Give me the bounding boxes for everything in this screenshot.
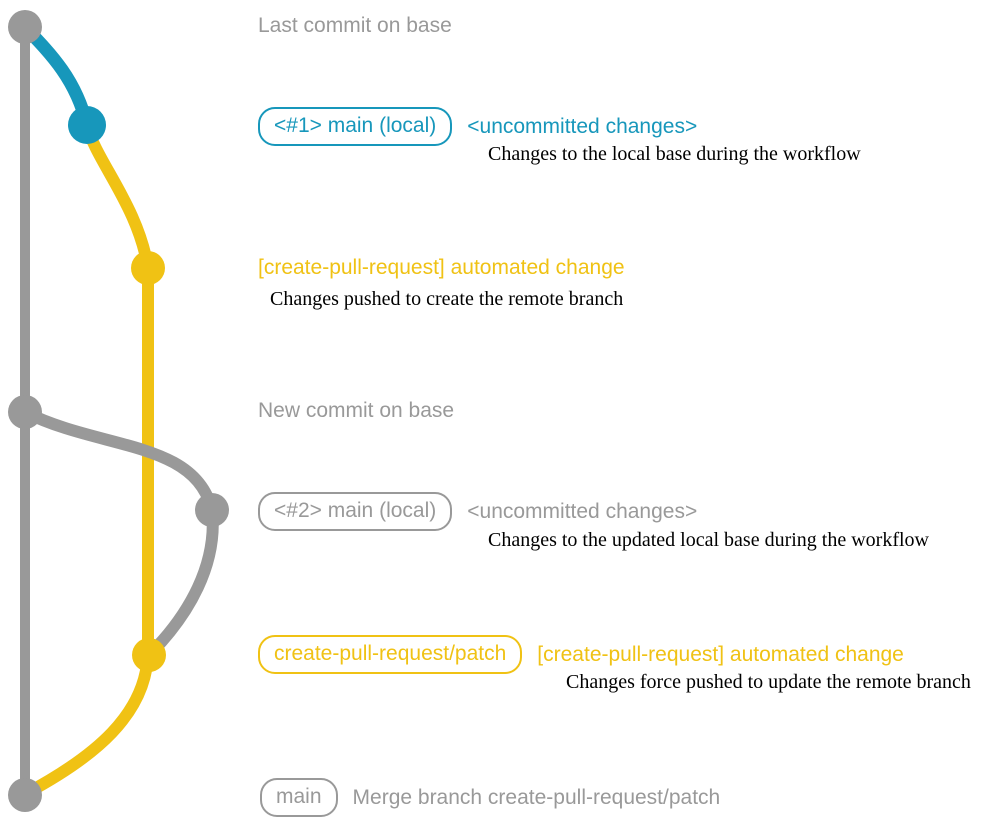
row-main-local-1: <#1> main (local) <uncommitted changes> bbox=[258, 107, 697, 146]
desc-automated-change-2: Changes force pushed to update the remot… bbox=[566, 671, 971, 693]
branch-badge-main-local-2: <#2> main (local) bbox=[258, 492, 453, 531]
edge-base-to-main-local-2 bbox=[19, 406, 218, 516]
heading-automated-change-2: [create-pull-request] automated change bbox=[537, 642, 904, 666]
branch-badge-create-pull-request-patch: create-pull-request/patch bbox=[258, 635, 523, 674]
branch-badge-main-local-1: <#1> main (local) bbox=[258, 107, 453, 146]
heading-automated-change-1: [create-pull-request] automated change bbox=[258, 256, 625, 279]
row-main-local-2: <#2> main (local) <uncommitted changes> bbox=[258, 492, 697, 531]
label-merge-branch: Merge branch create-pull-request/patch bbox=[352, 785, 721, 809]
edge-patch-branch bbox=[21, 119, 154, 799]
edge-main-local-2-to-patch bbox=[146, 504, 219, 658]
label-last-commit-on-base: Last commit on base bbox=[258, 14, 452, 37]
commit-automated-change-2 bbox=[132, 638, 166, 672]
row-automated-change-2: create-pull-request/patch [create-pull-r… bbox=[258, 635, 904, 674]
heading-uncommitted-changes-1: <uncommitted changes> bbox=[467, 114, 698, 138]
branch-badge-main: main bbox=[260, 778, 338, 817]
desc-automated-change-1: Changes pushed to create the remote bran… bbox=[270, 288, 624, 310]
heading-uncommitted-changes-2: <uncommitted changes> bbox=[467, 499, 698, 523]
desc-uncommitted-changes-1: Changes to the local base during the wor… bbox=[488, 143, 861, 165]
row-merge-main: main Merge branch create-pull-request/pa… bbox=[260, 778, 720, 817]
label-new-commit-on-base: New commit on base bbox=[258, 399, 455, 422]
commit-main-local-1 bbox=[68, 106, 106, 144]
commit-automated-change-1 bbox=[131, 251, 165, 285]
desc-uncommitted-changes-2: Changes to the updated local base during… bbox=[488, 529, 929, 551]
commit-main-local-2 bbox=[195, 493, 229, 527]
commit-new-on-base bbox=[8, 395, 42, 429]
commit-last-on-base bbox=[8, 10, 42, 44]
commit-merge-into-main bbox=[8, 778, 42, 812]
